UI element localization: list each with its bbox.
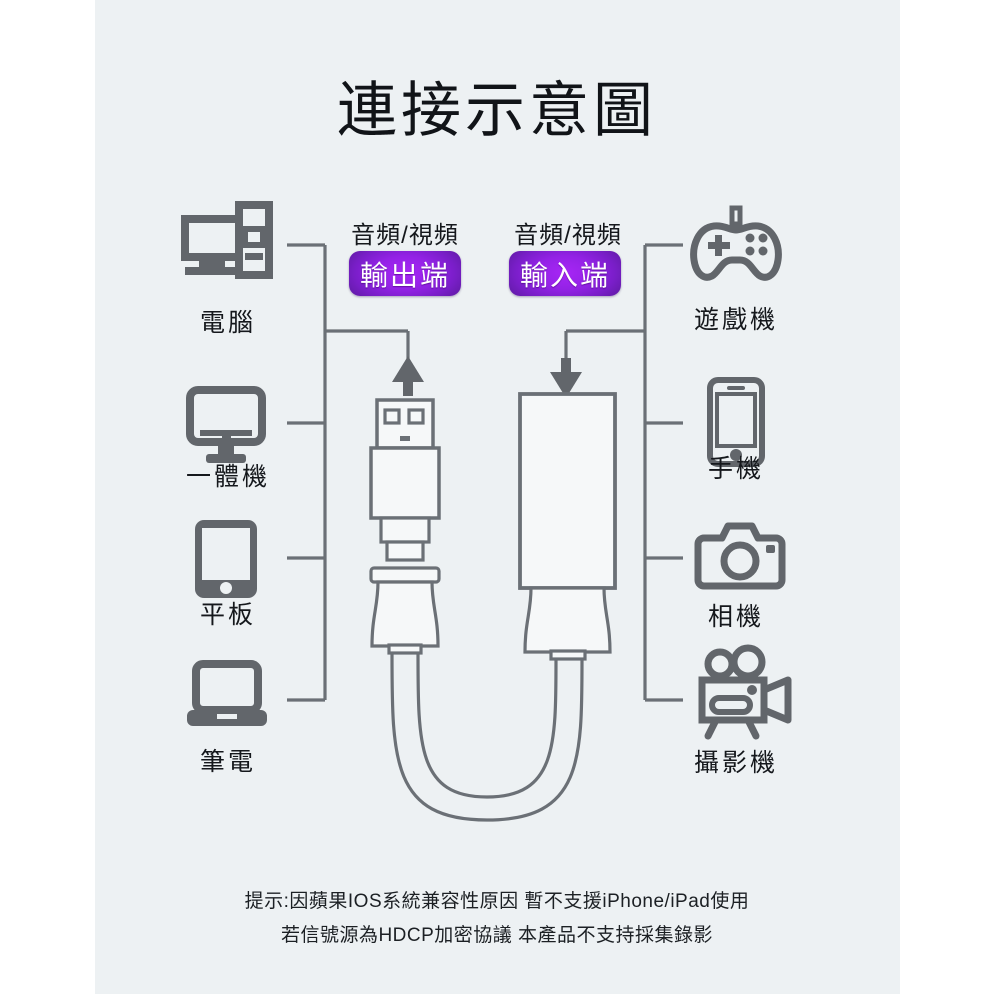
camera-icon [698, 526, 782, 586]
content-panel [95, 0, 900, 994]
output-port-caption: 音頻/視頻 [351, 222, 459, 249]
target-label-smartphone: 手機 [707, 455, 764, 483]
target-label-game-console: 遊戲機 [693, 306, 778, 334]
hdmi-capture-box-icon [518, 392, 617, 654]
left-connector-lines [287, 243, 410, 702]
tablet-icon [195, 520, 257, 598]
target-label-camcorder: 攝影機 [693, 749, 778, 777]
output-port-badge[interactable]: 輸出端 [349, 251, 461, 296]
arrow-down-icon [550, 358, 582, 398]
note-hdcp: 若信號源為HDCP加密協議 本產品不支持採集錄影 [280, 925, 714, 946]
all-in-one-monitor-icon [190, 390, 262, 463]
arrow-up-icon [392, 356, 424, 396]
page-title: 連接示意圖 [337, 77, 657, 144]
gamepad-icon [694, 208, 779, 277]
source-label-all-in-one: 一體機 [185, 463, 270, 491]
usb-a-connector-icon [369, 398, 441, 648]
laptop-icon [187, 664, 267, 726]
desktop-computer-icon [185, 205, 269, 275]
input-port-badge[interactable]: 輸入端 [509, 251, 621, 296]
note-ios-compatibility: 提示:因蘋果IOS系統兼容性原因 暫不支援iPhone/iPad使用 [244, 891, 750, 912]
source-label-computer: 電腦 [199, 309, 256, 337]
right-connector-lines [564, 243, 683, 702]
source-label-laptop: 筆電 [199, 748, 256, 776]
target-label-camera: 相機 [707, 603, 764, 631]
input-port-caption: 音頻/視頻 [514, 222, 622, 249]
camcorder-icon [702, 648, 788, 736]
source-label-tablet: 平板 [199, 601, 256, 629]
cable-loop [387, 643, 587, 822]
